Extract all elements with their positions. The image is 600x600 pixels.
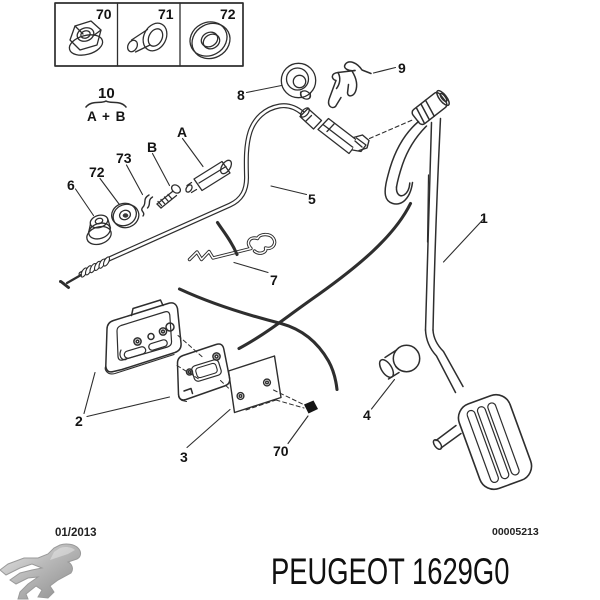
link-rod [187, 232, 277, 274]
adjuster-A-icon [185, 159, 233, 194]
callout-5: 5 [308, 191, 316, 207]
callout-2: 2 [75, 413, 83, 429]
callout-4: 4 [363, 407, 371, 423]
document-number: 00005213 [492, 526, 539, 538]
footer-brand-title: PEUGEOT 1629G0 [271, 551, 509, 593]
part-code: 1629G0 [411, 551, 510, 592]
callout-B: B [147, 139, 158, 155]
leader-lines-small-parts [74, 137, 204, 217]
accelerator-cable [59, 103, 415, 289]
callout-7: 7 [270, 272, 278, 288]
callout-6: 6 [67, 177, 75, 193]
cable-clip-9-icon [327, 61, 397, 109]
callout-73: 73 [116, 150, 132, 166]
revision-date: 01/2013 [55, 527, 97, 539]
washer-72-icon [111, 202, 140, 229]
note-number: 10 [98, 85, 115, 102]
flange-nut-icon [68, 20, 104, 56]
callout-A: A [177, 124, 188, 140]
callout-72: 72 [89, 164, 105, 180]
note-formula: A + B [87, 109, 127, 124]
grommet-8-icon [245, 62, 317, 100]
legend-label-72: 72 [220, 6, 236, 22]
grommet-6-icon [86, 214, 112, 246]
callout-9: 9 [398, 60, 406, 76]
accelerator-pedal [384, 89, 533, 491]
pedal-plug-icon [126, 22, 168, 53]
callout-1: 1 [480, 210, 488, 226]
peugeot-lion-logo [0, 543, 81, 600]
bolt-B-icon [156, 184, 182, 209]
leader-lines-assembly [83, 217, 485, 449]
callout-70: 70 [273, 443, 289, 459]
legend-label-71: 71 [158, 6, 174, 22]
association-curves [177, 201, 413, 392]
callout-8: 8 [237, 87, 245, 103]
pedal-bracket [104, 299, 182, 375]
legend-label-70: 70 [96, 6, 112, 22]
pedal-stop [378, 344, 421, 380]
clip-73-icon [141, 194, 154, 217]
mounting-plate [227, 355, 282, 414]
washer-icon [189, 21, 231, 60]
pedal-bracket-support [176, 343, 231, 403]
legend-box [54, 2, 244, 67]
assembly-dashed-lines [176, 335, 305, 411]
brace-glyph [85, 100, 127, 108]
nut-70-icon [304, 400, 318, 414]
brand-name: PEUGEOT [271, 551, 405, 592]
callout-3: 3 [180, 449, 188, 465]
exploded-view-drawing [54, 2, 533, 491]
